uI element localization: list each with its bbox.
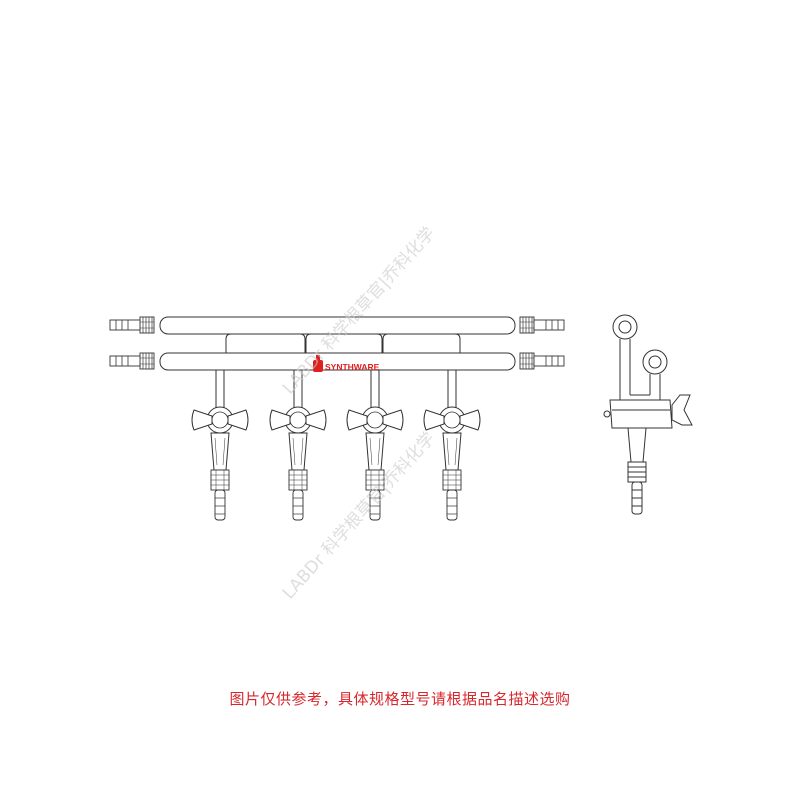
watermark-text: LABDr 科学根草官|乔科化学 bbox=[279, 223, 439, 398]
logo-text: SYNTHWARE bbox=[325, 362, 380, 372]
outlet-stopcock bbox=[191, 369, 249, 521]
disclaimer-caption: 图片仅供参考，具体规格型号请根据品名描述选购 bbox=[229, 690, 571, 708]
logo-flask-icon bbox=[313, 360, 323, 372]
side-view bbox=[603, 314, 693, 515]
lower-manifold-tube bbox=[109, 352, 565, 371]
synthware-logo: SYNTHWARE bbox=[313, 355, 380, 372]
front-view: SYNTHWARE bbox=[109, 316, 565, 521]
tube-connectors bbox=[225, 333, 461, 353]
